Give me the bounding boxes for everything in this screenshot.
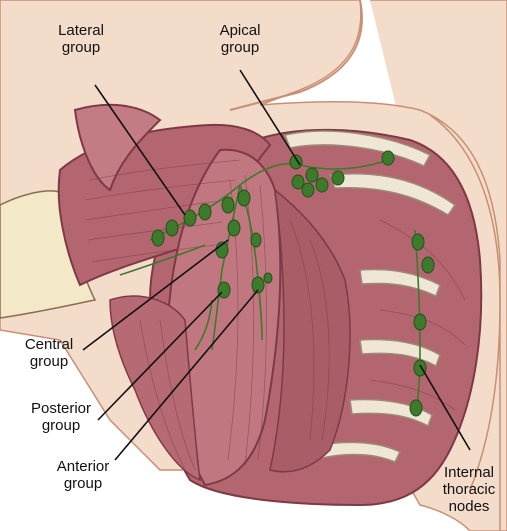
anterior-node bbox=[251, 276, 265, 294]
lateral-node bbox=[151, 229, 165, 247]
leader-central bbox=[82, 239, 229, 351]
lymph-nodes bbox=[151, 150, 435, 417]
apical-node bbox=[305, 167, 319, 183]
apical-node bbox=[291, 174, 305, 190]
internal-thoracic-node bbox=[413, 359, 427, 377]
central-node bbox=[237, 189, 251, 207]
leader-posterior bbox=[97, 291, 223, 421]
internal-thoracic-node bbox=[413, 313, 427, 331]
leader-lines bbox=[82, 69, 471, 461]
leader-anterior bbox=[114, 289, 259, 461]
internal-thoracic-node bbox=[409, 399, 423, 417]
lateral-node bbox=[165, 219, 179, 237]
label-apical-group: Apical group bbox=[219, 22, 261, 56]
leader-internal bbox=[419, 364, 471, 451]
apical-node bbox=[331, 170, 345, 186]
leader-apical bbox=[239, 69, 301, 166]
apical-node bbox=[289, 154, 303, 170]
neck-outline bbox=[229, 0, 363, 111]
leader-lateral bbox=[94, 84, 186, 216]
apical-node bbox=[315, 177, 329, 193]
apical-node bbox=[381, 150, 395, 166]
ribs bbox=[283, 130, 457, 463]
label-internal-thoracic-nodes: Internal thoracic nodes bbox=[442, 464, 496, 515]
label-central-group: Central group bbox=[24, 336, 74, 370]
central-node bbox=[221, 196, 235, 214]
lateral-node bbox=[183, 209, 197, 227]
label-posterior-group: Posterior group bbox=[30, 400, 92, 434]
serratus-muscle bbox=[269, 188, 351, 473]
chest-outline bbox=[429, 114, 501, 491]
anterior-node bbox=[250, 232, 262, 248]
central-node bbox=[227, 219, 241, 237]
internal-thoracic-node bbox=[411, 233, 425, 251]
posterior-node bbox=[217, 281, 231, 299]
label-lateral-group: Lateral group bbox=[58, 22, 104, 56]
label-anterior-group: Anterior group bbox=[56, 458, 110, 492]
lateral-node bbox=[198, 203, 212, 221]
anterior-node bbox=[263, 272, 273, 284]
apical-node bbox=[301, 182, 315, 198]
biceps-muscle bbox=[73, 103, 162, 192]
internal-thoracic-node bbox=[421, 256, 435, 274]
